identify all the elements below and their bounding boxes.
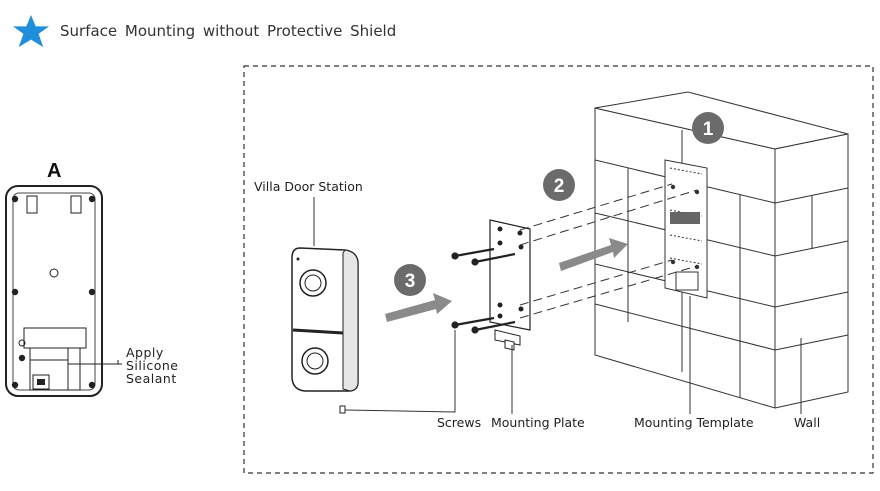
step-badges: 1 2 3 [394, 112, 724, 296]
step-2-label: 2 [554, 176, 565, 197]
step-3-label: 3 [405, 271, 416, 292]
wall-drawing [594, 91, 849, 409]
mounting-template-drawing [664, 159, 708, 299]
detail-letter: A [47, 160, 61, 182]
dashed-frame [243, 65, 874, 474]
sealant-note-line-2: Silicone [126, 358, 179, 373]
label-screws: Screws [437, 415, 481, 430]
label-mounting-template: Mounting Template [634, 415, 754, 430]
page-title: Surface Mounting without Protective Shie… [60, 22, 397, 40]
leader-lines [313, 197, 802, 414]
star-icon [13, 14, 49, 48]
label-wall: Wall [794, 415, 820, 430]
sealant-note-line-3: Sealant [126, 371, 177, 386]
label-mounting-plate: Mounting Plate [491, 415, 585, 430]
sealant-note-line-1: Apply [126, 345, 164, 360]
alignment-lines [519, 183, 698, 319]
screws-drawing [451, 247, 516, 334]
direction-arrows [385, 238, 628, 322]
detail-a-back-view: A Apply Silicone Sealant [5, 160, 179, 397]
door-station-drawing [291, 247, 359, 414]
label-door-station: Villa Door Station [254, 179, 363, 194]
mounting-plate-drawing [489, 219, 531, 351]
step-1-label: 1 [703, 119, 714, 140]
